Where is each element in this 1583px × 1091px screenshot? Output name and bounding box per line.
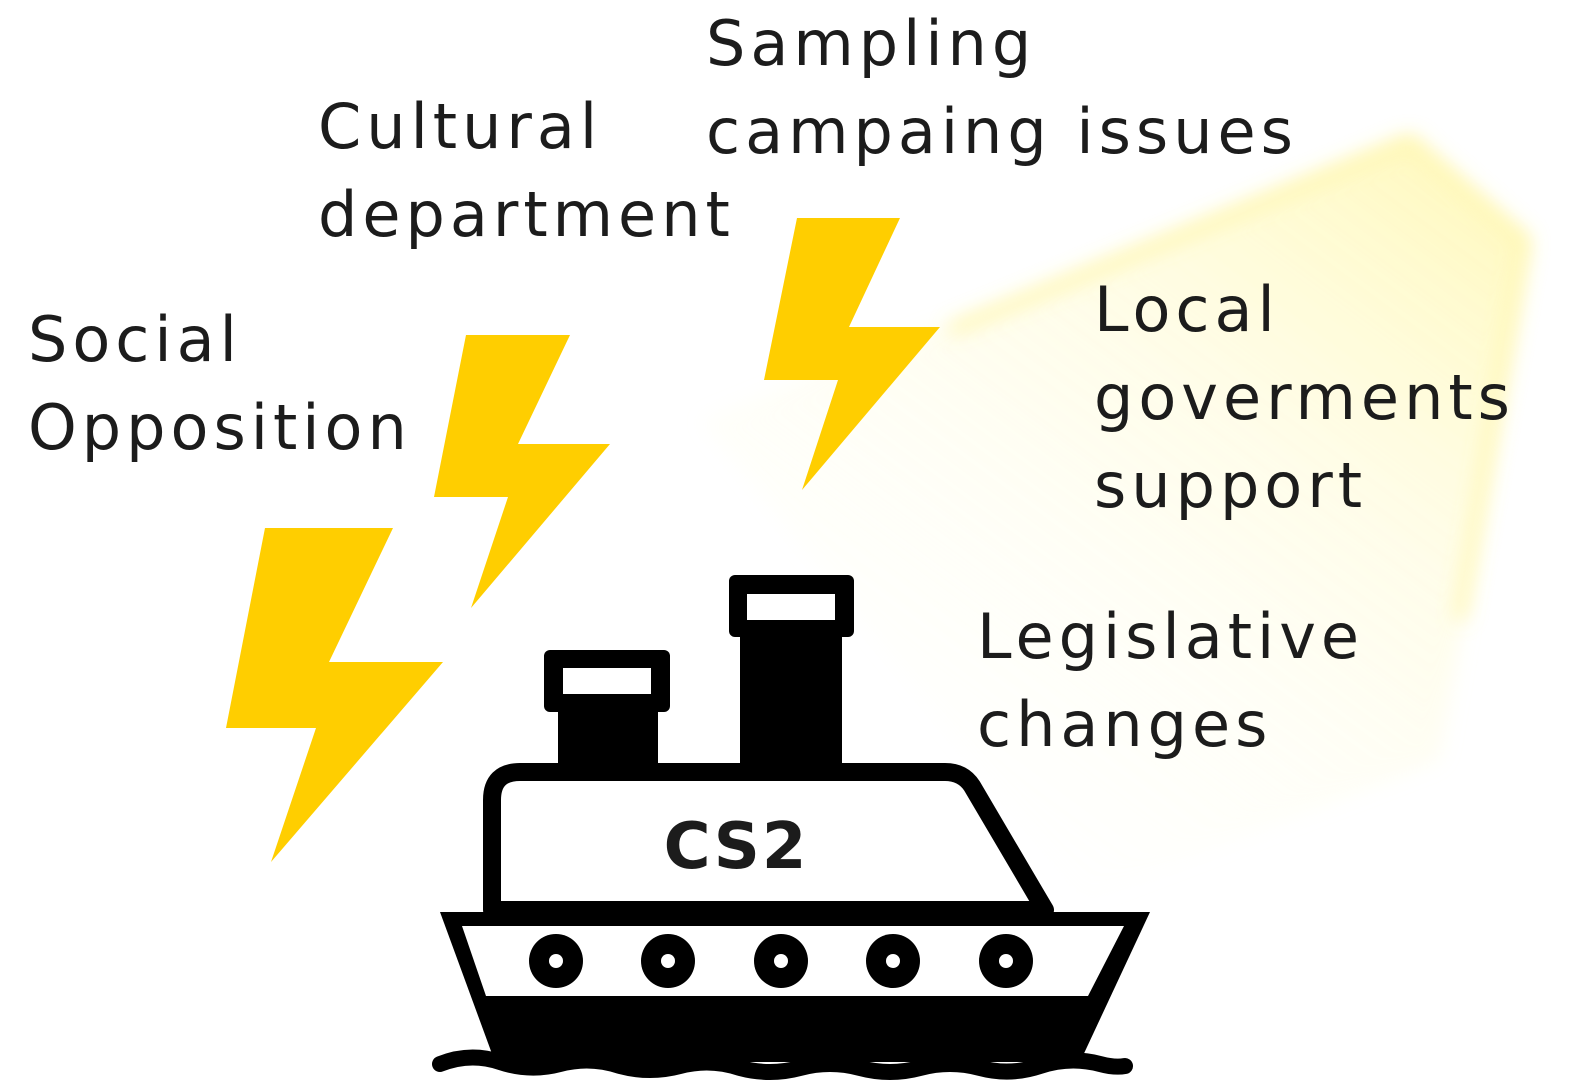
porthole-icon (641, 934, 695, 988)
porthole-icon (979, 934, 1033, 988)
label-line: Cultural (318, 90, 603, 163)
label-line: Local (1094, 273, 1280, 346)
label-line: Sampling (706, 7, 1037, 80)
label-social-opposition: Social Opposition (28, 296, 412, 472)
label-sampling-issues: Sampling campaing issues (706, 0, 1298, 176)
wave (432, 1049, 1133, 1080)
label-cultural-department: Cultural department (318, 83, 735, 259)
label-line: Opposition (28, 391, 412, 464)
porthole-icon (866, 934, 920, 988)
label-line: support (1094, 449, 1368, 522)
label-line: department (318, 178, 735, 251)
light-beam (700, 135, 1530, 900)
label-line: changes (977, 688, 1273, 761)
label-legislative-changes: Legislative changes (977, 593, 1364, 769)
label-line: Social (28, 303, 242, 376)
label-line: Legislative (977, 600, 1365, 673)
lightning-bolt-icon (764, 218, 940, 490)
lightning-bolt-icon (226, 528, 443, 862)
ship-name: CS2 (664, 810, 809, 884)
label-local-governments: Local goverments support (1094, 266, 1515, 530)
label-line: goverments (1094, 361, 1515, 434)
ship-icon: CS2 (432, 575, 1150, 1080)
porthole-icon (754, 934, 808, 988)
porthole-icon (529, 934, 583, 988)
lightning-bolt-icon (434, 335, 610, 608)
label-line: campaing issues (706, 95, 1298, 168)
